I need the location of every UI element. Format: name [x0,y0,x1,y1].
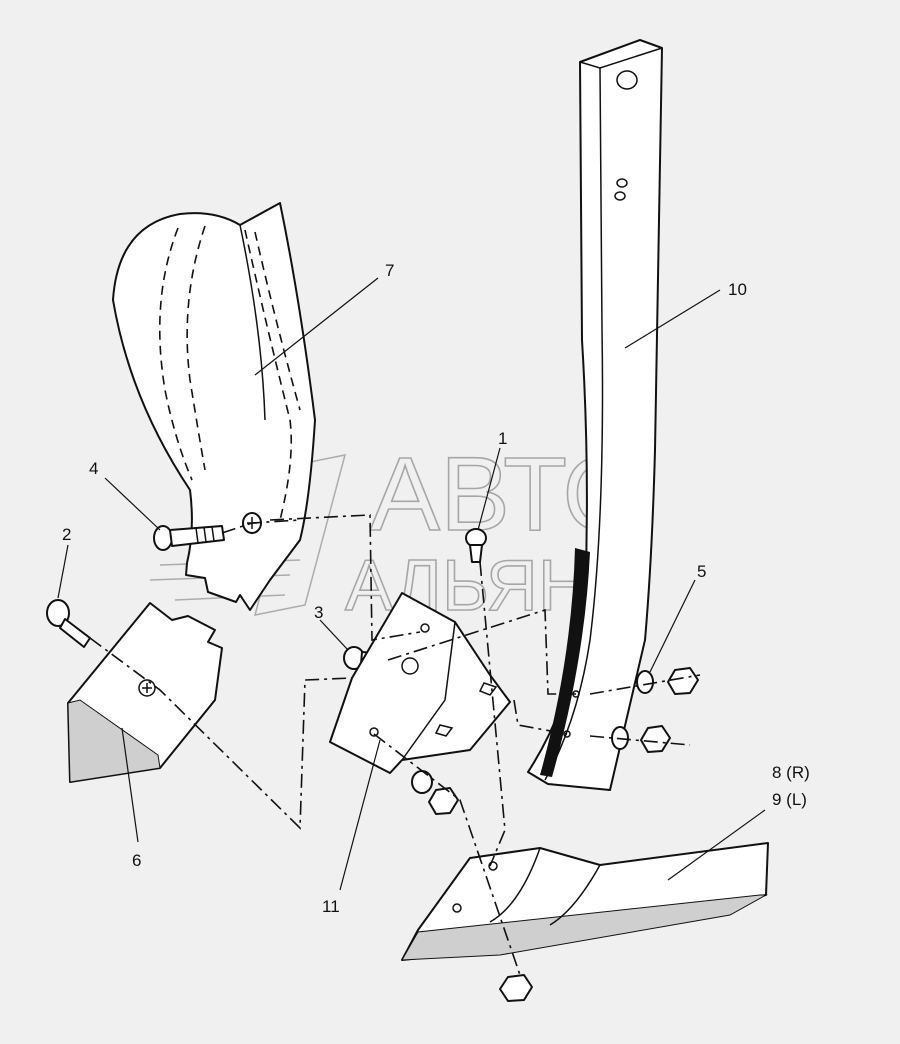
callout-5: 5 [697,562,706,581]
part-2-bolt [46,599,91,648]
callout-6: 6 [132,851,141,870]
callout-11: 11 [322,897,340,916]
callout-labels: 7 10 1 4 2 5 3 8 (R) 9 (L) 6 11 [62,261,810,916]
callout-2: 2 [62,525,71,544]
part-6-point [67,602,223,783]
callout-8: 8 (R) [772,763,810,782]
callout-9: 9 (L) [772,790,807,809]
callout-10: 10 [728,280,747,299]
callout-1: 1 [498,429,507,448]
part-5-washers-nuts [411,667,699,1002]
part-10-shank [527,39,663,791]
assembly-lines [89,514,701,976]
callout-4: 4 [89,459,98,478]
part-11-frog [329,592,511,774]
part-7-mouldboard [112,202,316,611]
part-8-9-share [401,842,769,961]
leader-lines [57,277,766,891]
callout-3: 3 [314,603,323,622]
callout-7: 7 [385,261,394,280]
